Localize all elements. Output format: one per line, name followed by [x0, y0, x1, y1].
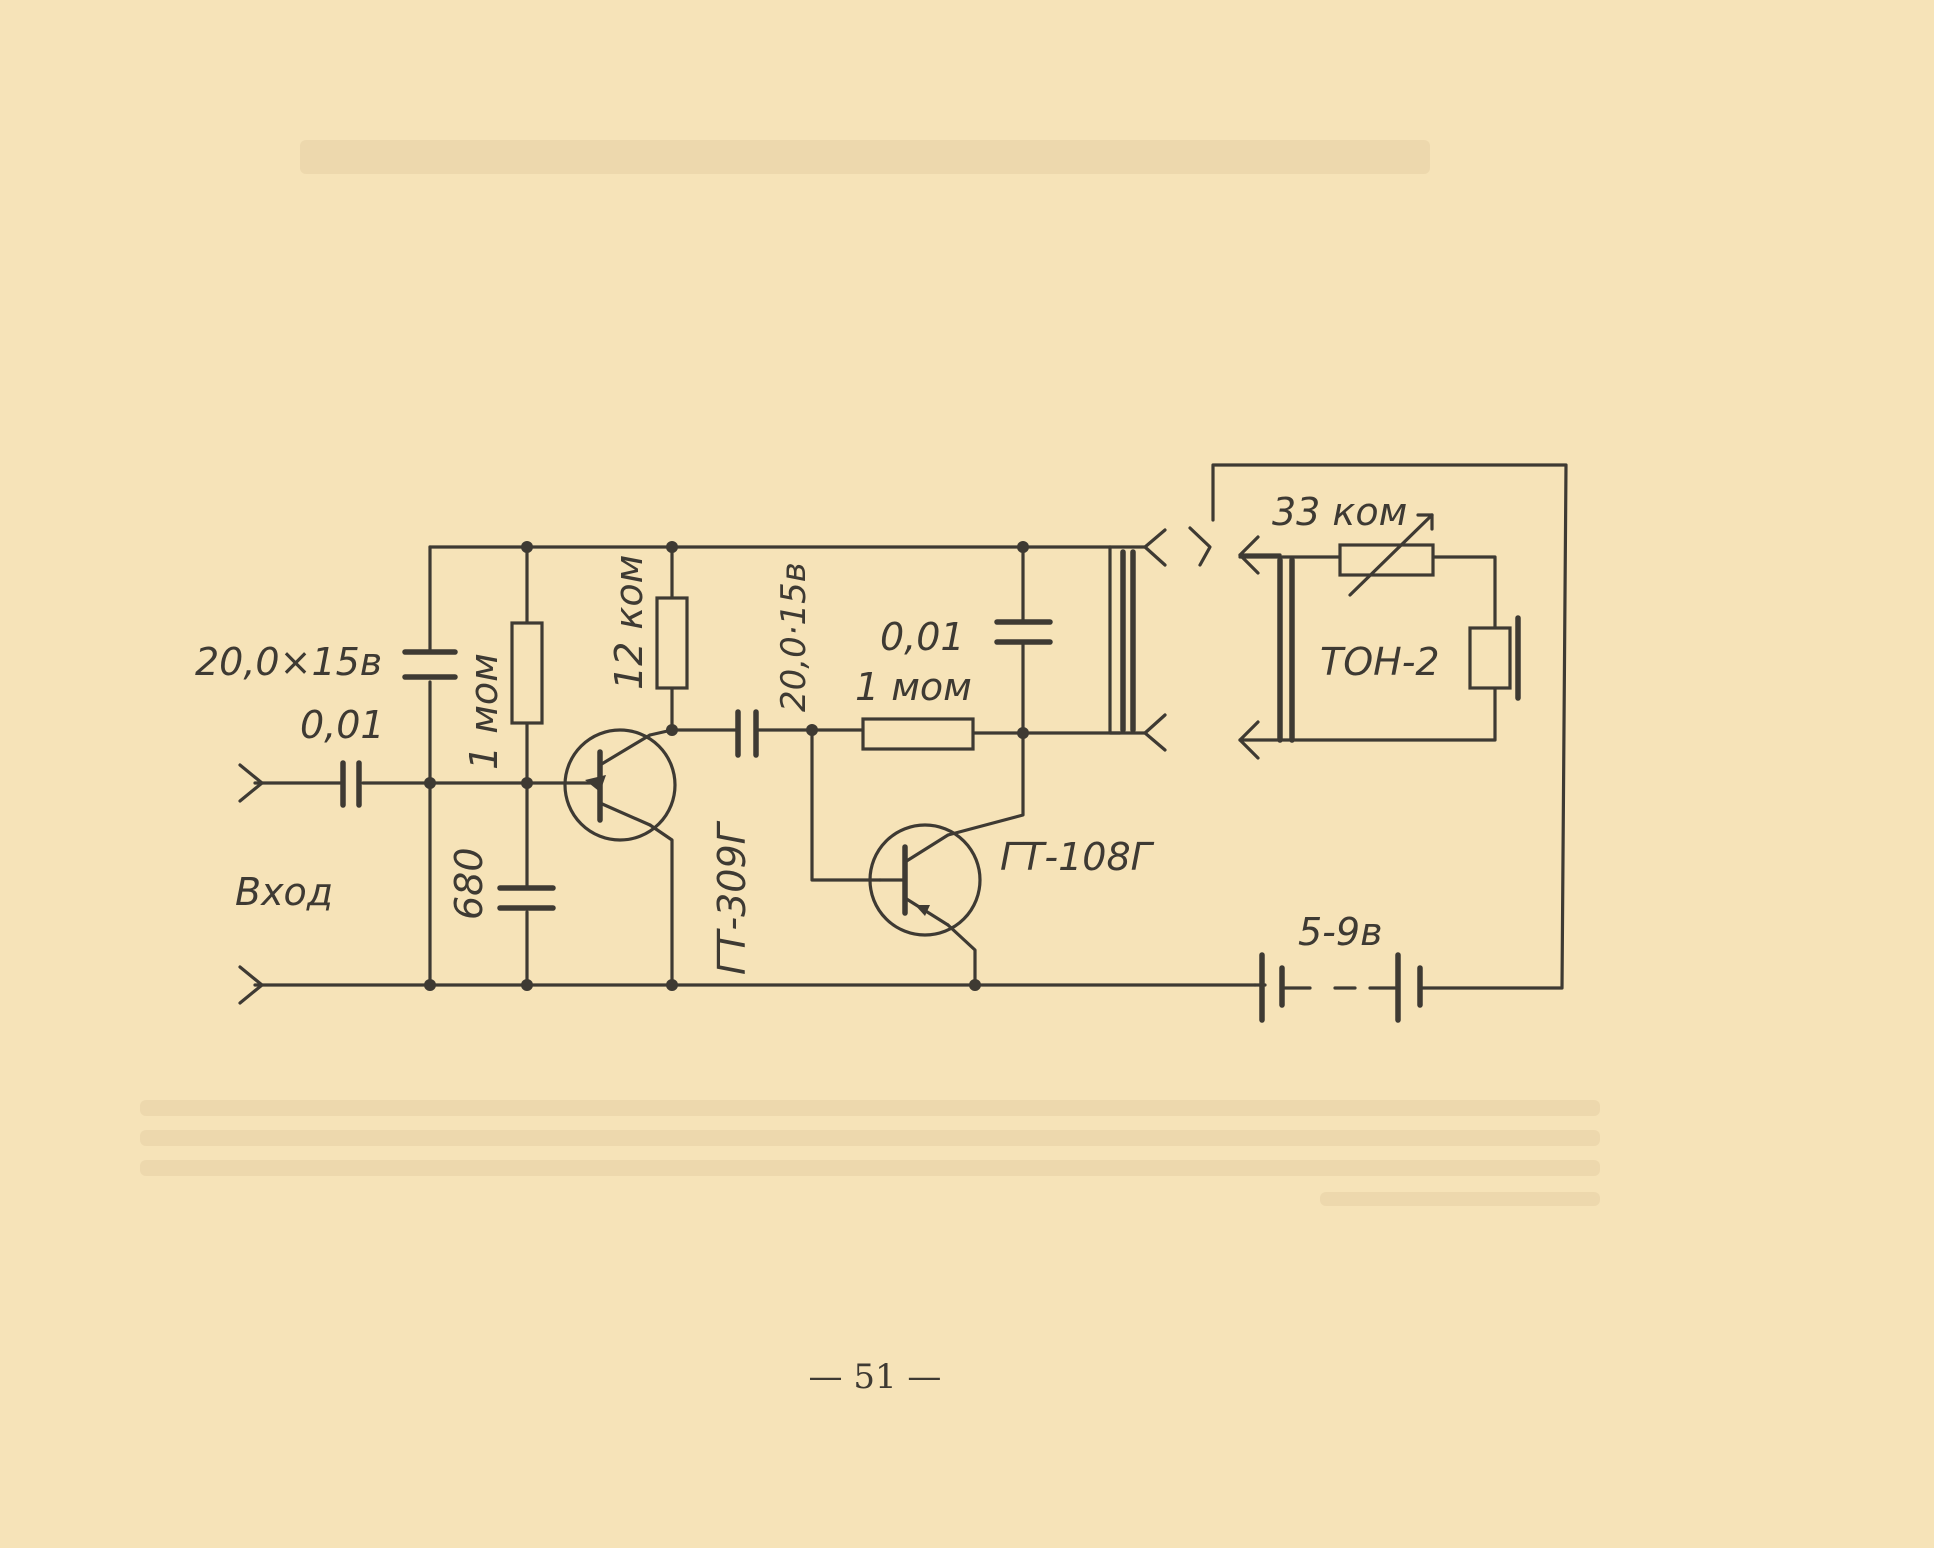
jack-plug-top	[1143, 528, 1167, 567]
jack-plug-bottom	[1143, 713, 1167, 752]
junction-dot	[806, 724, 818, 736]
t1-emitter-wire	[648, 823, 674, 987]
input-cap-label: 0,01	[300, 703, 385, 747]
input-terminal-top	[238, 763, 264, 803]
feedback-cap-label: 0,01	[880, 615, 965, 659]
collector-resistor-12kohm	[655, 596, 689, 690]
bias-resistor-label: 1 мом	[462, 653, 506, 770]
base-cap-label: 680	[447, 847, 491, 920]
transistor-gt108	[868, 823, 982, 937]
battery-voltage-label: 5-9в	[1298, 910, 1382, 954]
variable-resistor-33kohm	[1338, 513, 1435, 597]
headphone-label: ТОН-2	[1320, 640, 1440, 684]
feedback-resistor-label: 1 мом	[855, 665, 972, 709]
input-capacitor	[340, 760, 362, 808]
junction-dot	[521, 541, 533, 553]
bias-resistor-1mohm	[510, 621, 544, 725]
battery	[1253, 952, 1423, 1023]
junction-dot	[521, 777, 533, 789]
t2-collector-wire	[946, 731, 1025, 837]
headphone-ton2	[1468, 615, 1521, 701]
junction-dot	[424, 777, 436, 789]
junction-dot	[521, 979, 533, 991]
variable-resistor-label: 33 ком	[1272, 490, 1407, 534]
collector-resistor-label: 12 ком	[607, 555, 651, 690]
headphone-right	[1431, 555, 1497, 630]
labels: 20,0×15в 0,01 Вход 1 мом 680 12 ком 20,0…	[195, 490, 1440, 975]
t2-emitter-wire	[946, 923, 977, 987]
bypass-capacitor	[402, 649, 458, 680]
headphone-transformer	[1188, 526, 1295, 760]
headphone-bottom	[1238, 686, 1497, 742]
page-number: — 51 —	[809, 1357, 942, 1397]
bleed-through-text	[140, 140, 1600, 1206]
feedback-resistor-1mohm	[861, 717, 975, 751]
junction-dot	[1017, 541, 1029, 553]
junction-dot	[969, 979, 981, 991]
bypass-cap-label: 20,0×15в	[195, 640, 382, 684]
socket-arrow-bottom	[1238, 720, 1260, 760]
junction-dot	[666, 979, 678, 991]
input-terminal-bottom	[238, 965, 264, 1005]
junction-dot	[424, 979, 436, 991]
output-transformer	[1108, 528, 1167, 752]
coupling-cap-label: 20,0·15в	[774, 562, 814, 712]
input-terminals	[238, 763, 264, 1005]
battery-return	[1211, 463, 1568, 990]
transistor-1-label: ГТ-309Г	[710, 820, 754, 975]
transistor-gt309	[563, 728, 677, 842]
transistor-2-label: ГТ-108Г	[1000, 835, 1155, 879]
feedback-capacitor	[994, 619, 1053, 645]
junction-dot	[666, 541, 678, 553]
junction-dot	[1017, 727, 1029, 739]
socket-top	[1188, 526, 1212, 567]
input-label: Вход	[235, 870, 333, 914]
base-capacitor	[497, 885, 556, 911]
coupling-capacitor	[735, 709, 759, 758]
t2-base-wire	[810, 728, 882, 882]
junction-dots	[424, 541, 1029, 991]
